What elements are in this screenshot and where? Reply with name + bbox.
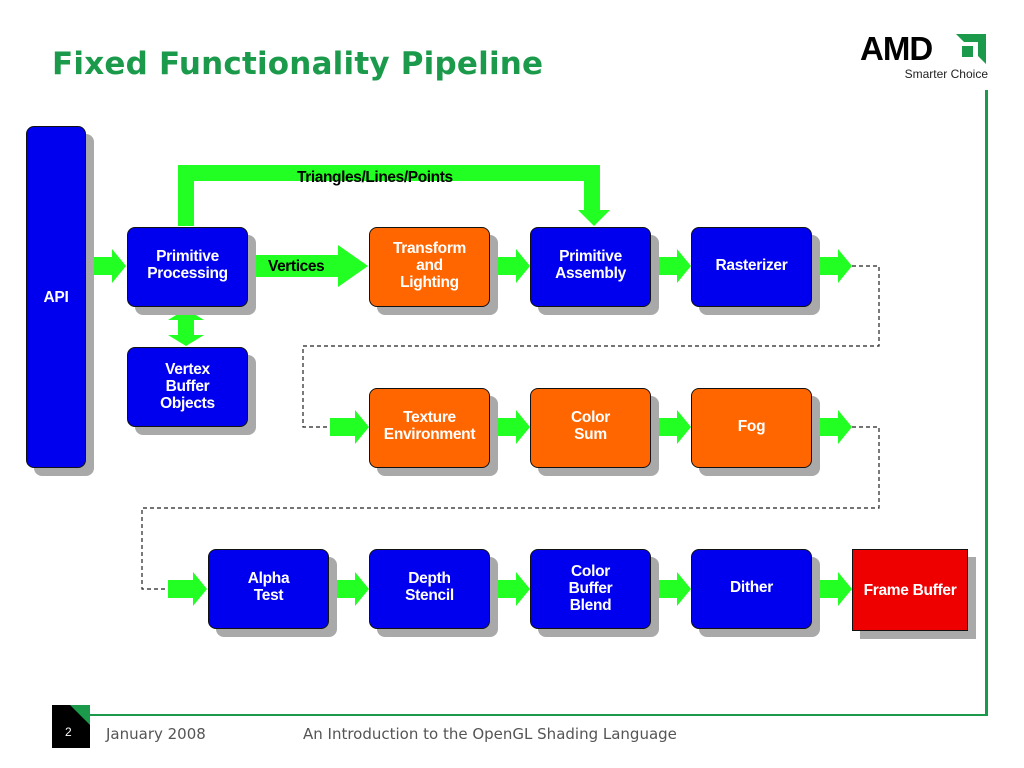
vertices-arrow bbox=[248, 245, 368, 287]
node-depth-stencil: Depth Stencil bbox=[369, 549, 490, 629]
node-api: API bbox=[26, 126, 86, 468]
arrow-rasterizer-out bbox=[813, 249, 852, 283]
page-number-box: 2 bbox=[52, 705, 90, 748]
triangles-bracket-arrow bbox=[178, 165, 610, 226]
arrow-dither-to-framebuffer bbox=[813, 572, 852, 606]
amd-logo: AMD Smarter Choice bbox=[858, 30, 990, 84]
arrow-blend-to-dither bbox=[652, 572, 691, 606]
arrow-into-texture bbox=[330, 410, 369, 444]
logo-tagline: Smarter Choice bbox=[904, 67, 988, 81]
arrow-texture-to-colorsum bbox=[491, 410, 530, 444]
footer-presentation-title: An Introduction to the OpenGL Shading La… bbox=[303, 725, 677, 743]
node-primitive-assembly: Primitive Assembly bbox=[530, 227, 651, 307]
triangles-label: Triangles/Lines/Points bbox=[297, 169, 453, 186]
slide-title: Fixed Functionality Pipeline bbox=[52, 46, 544, 82]
node-texture-environment: Texture Environment bbox=[369, 388, 490, 468]
node-color-buffer-blend: Color Buffer Blend bbox=[530, 549, 651, 629]
logo-brand: AMD bbox=[860, 30, 933, 67]
node-frame-buffer: Frame Buffer bbox=[852, 549, 968, 631]
dashed-link-row2-row3 bbox=[141, 426, 880, 590]
dashed-link-row1-row2 bbox=[302, 265, 880, 428]
vertices-label: Vertices bbox=[268, 258, 325, 275]
amd-arrow-icon bbox=[956, 34, 986, 64]
node-color-sum: Color Sum bbox=[530, 388, 651, 468]
node-dither: Dither bbox=[691, 549, 812, 629]
arrow-fog-out bbox=[813, 410, 852, 444]
node-fog: Fog bbox=[691, 388, 812, 468]
node-rasterizer: Rasterizer bbox=[691, 227, 812, 307]
page-corner-accent bbox=[70, 705, 90, 725]
arrow-colorsum-to-fog bbox=[652, 410, 691, 444]
arrow-assembly-to-rasterizer bbox=[652, 249, 691, 283]
arrow-primitive-vbo bbox=[168, 309, 204, 346]
arrow-transform-to-assembly bbox=[491, 249, 530, 283]
slide-frame-bottom bbox=[90, 714, 988, 716]
node-primitive-processing: Primitive Processing bbox=[127, 227, 248, 307]
node-alpha-test: Alpha Test bbox=[208, 549, 329, 629]
arrow-depth-to-blend bbox=[491, 572, 530, 606]
node-transform-lighting: Transform and Lighting bbox=[369, 227, 490, 307]
arrow-api-to-primitive bbox=[87, 249, 126, 283]
slide-frame-right bbox=[985, 90, 988, 716]
footer-date: January 2008 bbox=[106, 725, 206, 743]
arrow-into-alpha bbox=[168, 572, 207, 606]
node-vertex-buffer-objects: Vertex Buffer Objects bbox=[127, 347, 248, 427]
arrow-alpha-to-depth bbox=[330, 572, 369, 606]
page-number: 2 bbox=[65, 725, 72, 739]
